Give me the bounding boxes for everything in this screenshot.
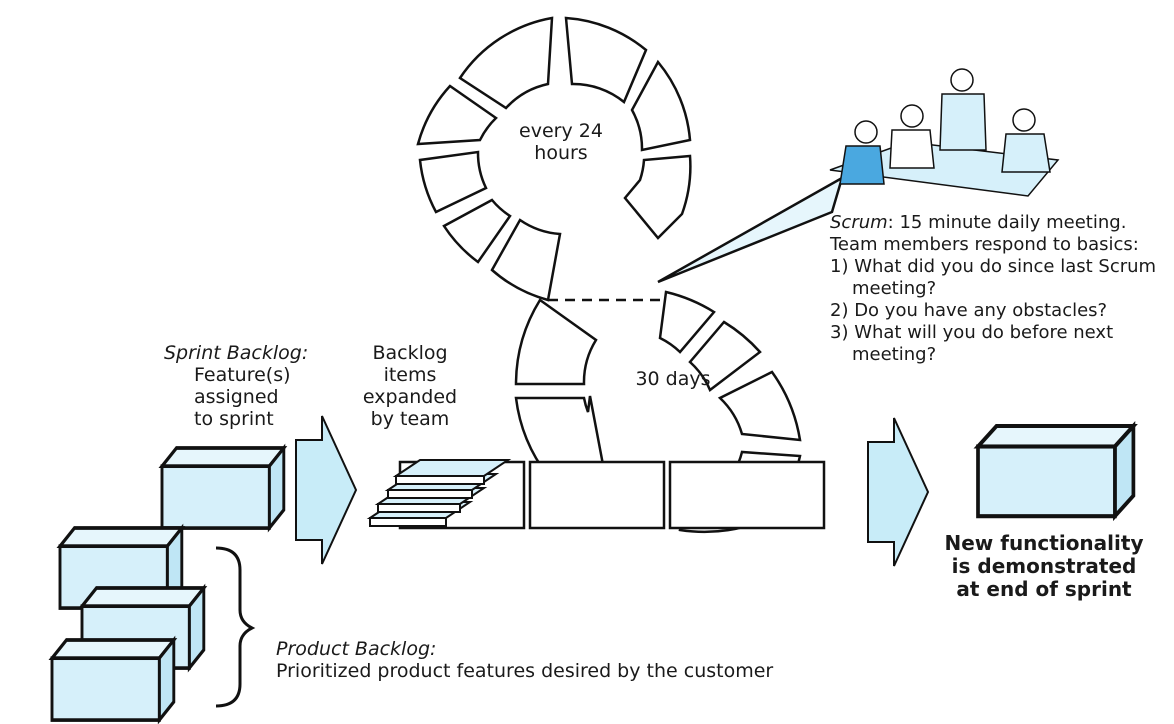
daily-cycle-ring (416, 16, 692, 302)
scrum-meeting-line: 1) What did you do since last Scrum (830, 256, 1157, 277)
product-backlog-boxes (50, 526, 206, 722)
scrum-meeting-title: Scrum (830, 212, 888, 233)
daily-cycle-label-line: hours (534, 142, 588, 164)
scrum-meeting-text: Scrum: 15 minute daily meeting. Team mem… (830, 212, 1156, 366)
product-backlog-bracket (215, 546, 256, 708)
backlog-items-line: by team (370, 408, 450, 430)
scrum-meeting-title-rest: : 15 minute daily meeting. (887, 212, 1127, 233)
scrum-meeting-line: Team members respond to basics: (830, 234, 1139, 255)
sprint-backlog-title: Sprint Backlog: (164, 342, 309, 364)
sprint-backlog-desc: Feature(s) (194, 364, 291, 386)
scrum-meeting-line: meeting? (852, 278, 937, 299)
product-backlog-desc: Prioritized product features desired by … (276, 660, 774, 682)
team-meeting-illustration (829, 68, 1060, 197)
sprint-backlog-arrow (295, 415, 358, 565)
result-label-line: at end of sprint (956, 577, 1132, 601)
result-arrow (867, 417, 930, 567)
expanded-backlog-items (366, 459, 512, 527)
scrum-meeting-line: meeting? (852, 344, 937, 365)
result-label: New functionality is demonstrated at end… (928, 532, 1160, 601)
result-label-line: New functionality (944, 531, 1144, 555)
sprint-cycle-label: 30 days (635, 368, 711, 390)
scrum-meeting-line: 2) Do you have any obstacles? (830, 300, 1108, 321)
product-backlog-label: Product Backlog: Prioritized product fea… (276, 638, 773, 682)
backlog-items-line: items (383, 364, 437, 386)
product-backlog-title: Product Backlog: (276, 638, 437, 660)
backlog-items-line: Backlog (372, 342, 448, 364)
scrum-meeting-line: 3) What will you do before next (830, 322, 1114, 343)
result-label-line: is demonstrated (951, 554, 1137, 578)
daily-cycle-label: every 24 hours (506, 120, 616, 164)
daily-cycle-label-line: every 24 (519, 120, 603, 142)
sprint-backlog-desc: assigned (194, 386, 279, 408)
backlog-items-label: Backlog items expanded by team (360, 342, 460, 430)
backlog-items-line: expanded (362, 386, 458, 408)
sprint-backlog-label: Sprint Backlog: Feature(s) assigned to s… (164, 342, 308, 430)
sprint-backlog-box (160, 446, 286, 530)
new-functionality-box (978, 426, 1133, 516)
sprint-backlog-desc: to sprint (194, 408, 274, 430)
meeting-callout-pointer (657, 175, 845, 284)
